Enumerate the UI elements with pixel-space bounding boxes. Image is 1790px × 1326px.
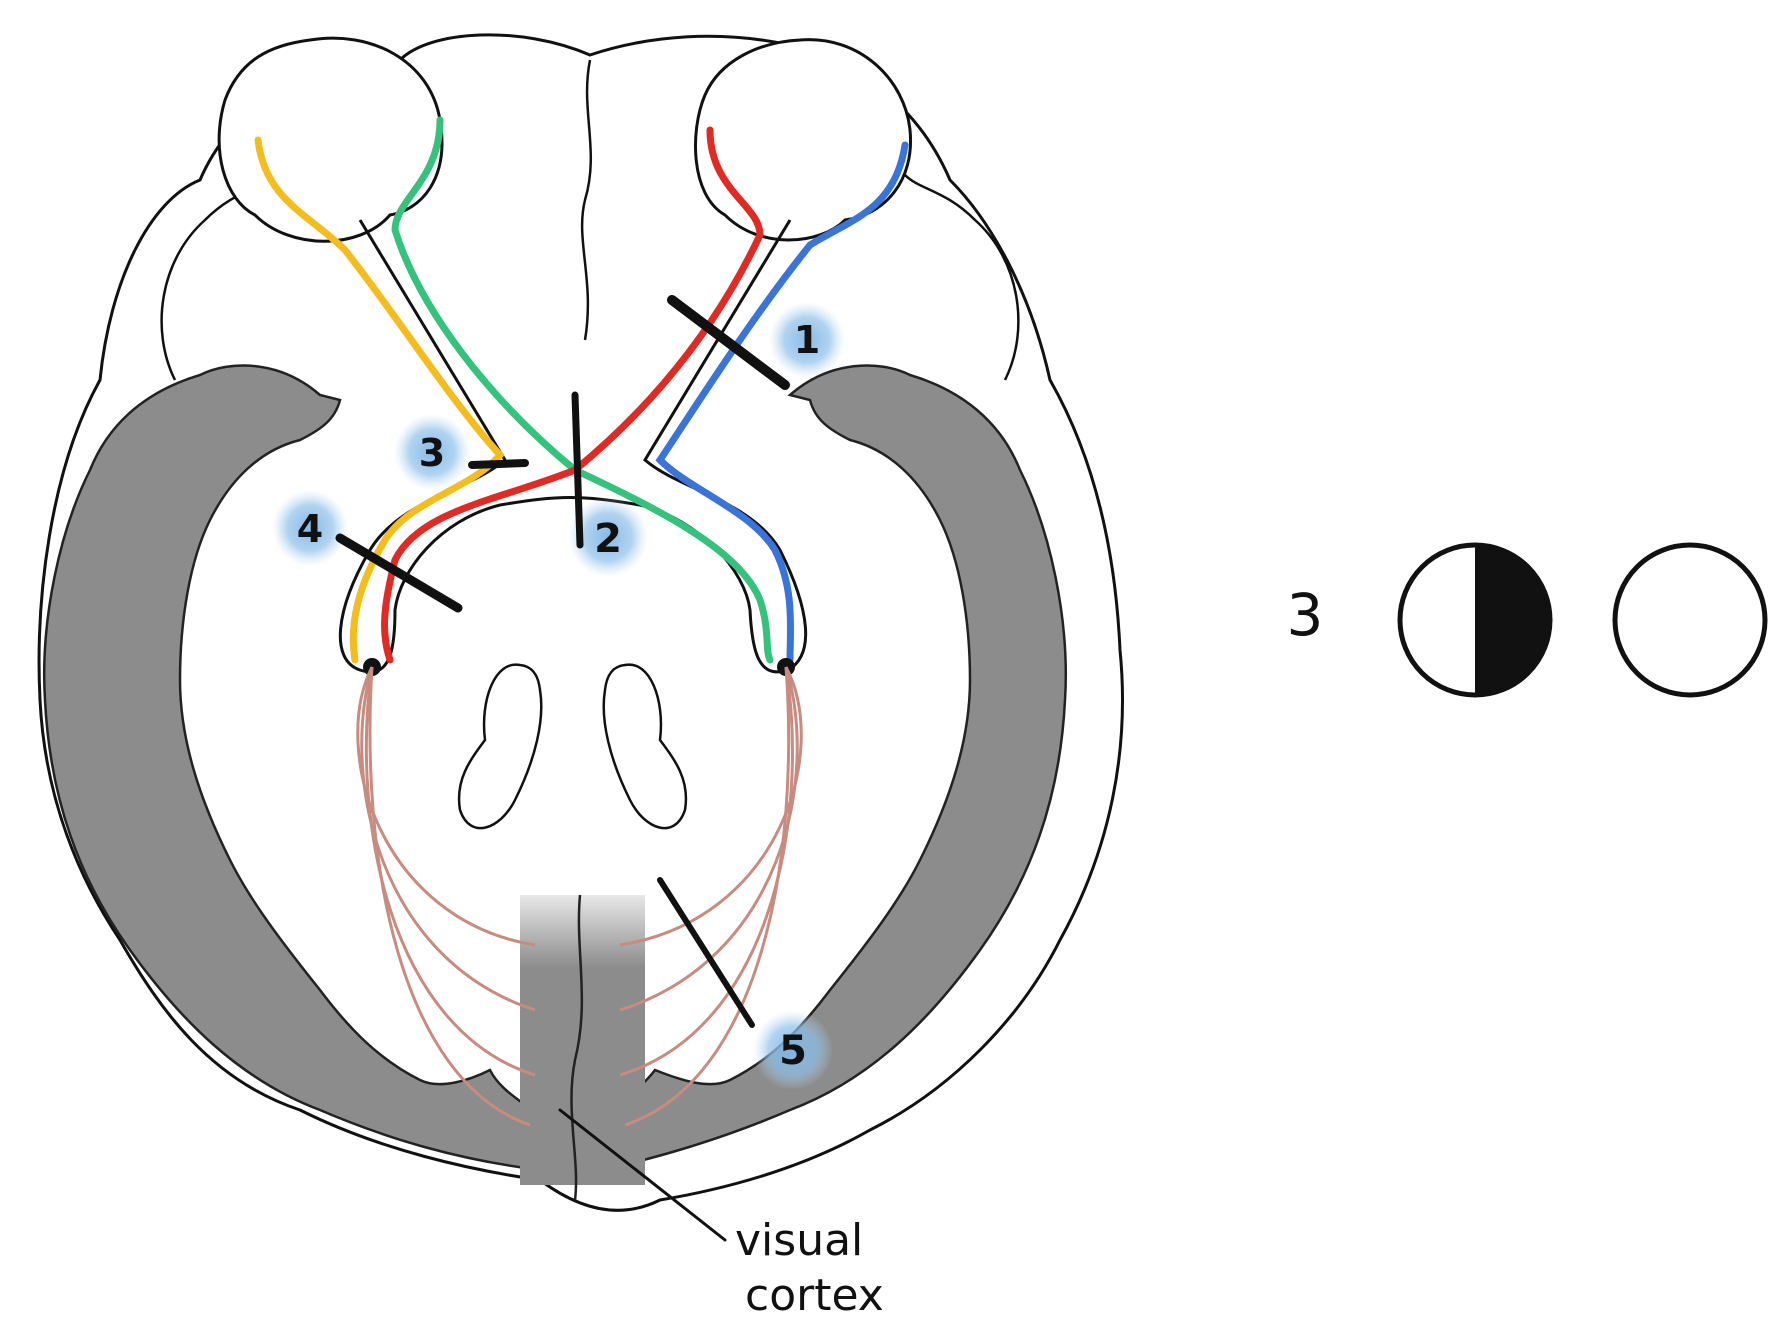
eye-right — [694, 38, 913, 242]
cortex-pointer — [558, 1108, 727, 1242]
right-eye-field-circle — [1612, 542, 1768, 698]
lesion-cuts — [335, 295, 790, 1242]
lesion-label-2: 2 — [594, 516, 622, 562]
lesion-label-4: 4 — [297, 507, 323, 551]
cut-1 — [667, 295, 790, 390]
visual-cortex-label-line1: visual — [735, 1215, 863, 1266]
lesion-glow-1 — [769, 302, 845, 378]
fiber-red — [381, 126, 764, 664]
retinal-fibers — [254, 116, 909, 664]
ventricle-left — [457, 663, 543, 830]
lesion-label-1: 1 — [794, 318, 820, 362]
ventricle-right — [602, 663, 688, 830]
cut-4 — [335, 533, 463, 613]
optic-nerve-sheath — [338, 219, 808, 674]
fiber-blue — [655, 141, 909, 664]
lesion-glow-4 — [272, 490, 348, 566]
fiber-yellow — [254, 136, 505, 664]
calcarine-fissure — [570, 894, 584, 1201]
field-lesion-number: 3 — [1287, 581, 1324, 649]
lesion-glow-3 — [394, 414, 470, 490]
left-eye-field — [1397, 542, 1553, 698]
cut-3 — [468, 459, 529, 469]
visual-field-result: 3 — [1287, 542, 1768, 698]
optic-radiations — [356, 666, 803, 1127]
left-eye-field-blind-half — [1475, 545, 1550, 695]
lesion-glow-2 — [568, 497, 648, 577]
cut-5 — [657, 877, 755, 1028]
fiber-green — [391, 116, 774, 664]
lesion-glow-5 — [753, 1010, 833, 1090]
frontal-contour-right — [904, 174, 1020, 381]
visual-cortex-label-line2: cortex — [745, 1270, 884, 1321]
lesion-label-5: 5 — [779, 1028, 807, 1074]
longitudinal-fissure — [580, 59, 593, 341]
lesion-label-3: 3 — [419, 431, 445, 475]
occipital-medial-cortex — [520, 895, 645, 1185]
cut-2 — [571, 391, 584, 549]
left-eye-field-circle — [1397, 542, 1553, 698]
brain-outline — [37, 33, 1124, 1212]
